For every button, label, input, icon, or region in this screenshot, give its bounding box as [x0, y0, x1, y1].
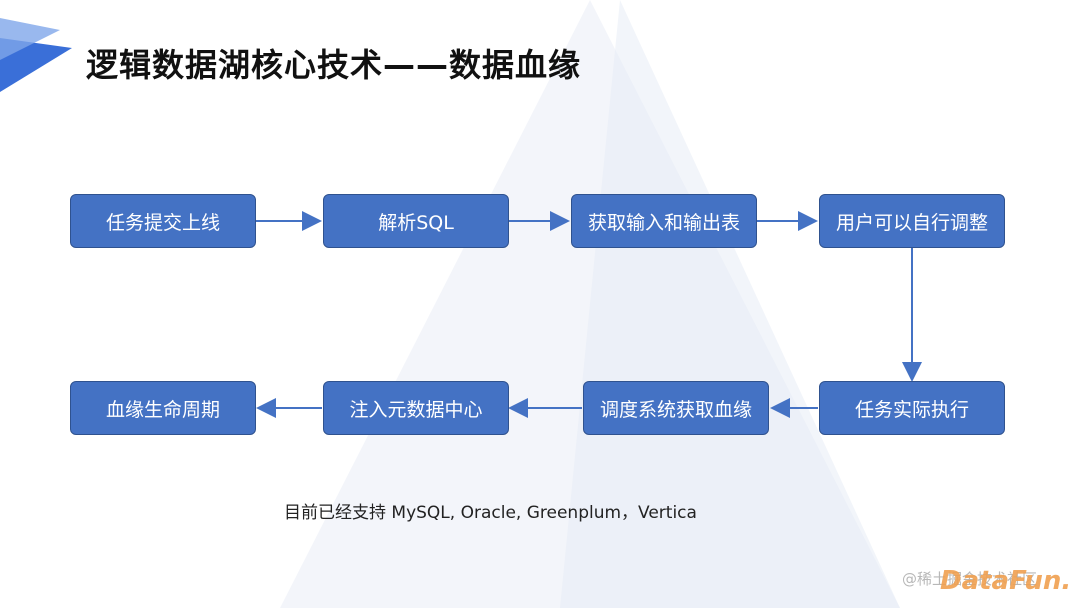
step-user-adjust: 用户可以自行调整: [819, 194, 1005, 248]
support-note: 目前已经支持 MySQL, Oracle, Greenplum，Vertica: [284, 503, 697, 523]
slide-title: 逻辑数据湖核心技术——数据血缘: [86, 46, 582, 84]
step-inject-metadata: 注入元数据中心: [323, 381, 509, 435]
step-get-io-tables: 获取输入和输出表: [571, 194, 757, 248]
step-task-execute: 任务实际执行: [819, 381, 1005, 435]
watermark-community: @稀土掘金技术社区: [902, 570, 1038, 588]
step-lineage-lifecycle: 血缘生命周期: [70, 381, 256, 435]
datafun-logo: DataFun.: [940, 566, 1072, 596]
step-submit-task: 任务提交上线: [70, 194, 256, 248]
step-parse-sql: 解析SQL: [323, 194, 509, 248]
step-scheduler-lineage: 调度系统获取血缘: [583, 381, 769, 435]
